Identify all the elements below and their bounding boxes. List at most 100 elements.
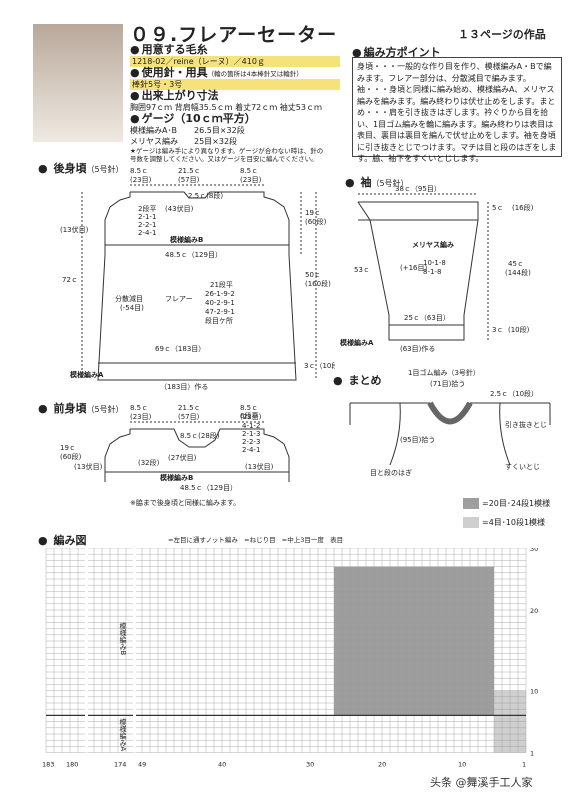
svg-text:段目ケ所: 段目ケ所: [205, 316, 233, 325]
svg-text:(43伏目): (43伏目): [165, 204, 194, 213]
svg-text:(60段): (60段): [60, 452, 82, 461]
svg-text:48.5ｃ（129目）: 48.5ｃ（129目）: [180, 484, 237, 492]
gauge-heading: ゲージ（10ｃｍ平方）: [130, 112, 256, 125]
front-outline: [104, 428, 290, 473]
svg-text:26-1-9-2: 26-1-9-2: [205, 290, 235, 298]
sleeve-diagram: 38ｃ（95目） 5ｃ (16段) メリヤス編み (+16目) 10-1-8 8…: [340, 185, 534, 353]
chart-break: [133, 548, 136, 753]
svg-text:2-2-3: 2-2-3: [242, 438, 260, 446]
svg-text:※脇まで後身頃と同様に編みます。: ※脇まで後身頃と同様に編みます。: [130, 498, 240, 507]
svg-text:2段平: 2段平: [138, 204, 156, 213]
svg-text:72ｃ: 72ｃ: [62, 276, 78, 284]
svg-text:45ｃ: 45ｃ: [508, 260, 524, 268]
col-label: 40: [218, 761, 226, 769]
page-title: ０９.フレアーセーター: [130, 24, 338, 46]
svg-text:(13伏目): (13伏目): [74, 462, 103, 471]
svg-text:(23目): (23目): [240, 413, 262, 421]
col-label: 10: [458, 761, 466, 769]
svg-text:目と段のはぎ: 目と段のはぎ: [370, 468, 412, 477]
svg-text:(57目): (57目): [178, 176, 200, 184]
svg-text:21段平: 21段平: [210, 280, 233, 289]
col-label: 20: [378, 761, 386, 769]
front-heading: 前身頃（5号針）: [38, 400, 123, 416]
materials-block: 用意する毛糸 1218-02／reine（レーヌ）／410ｇ 使用針・用具（輪の…: [130, 43, 340, 163]
svg-text:(10段): (10段): [508, 325, 530, 334]
tools-heading: 使用針・用具: [130, 66, 208, 79]
legend: =20目･24段1模様 =4目･10段1模様: [463, 498, 550, 528]
svg-text:3ｃ（10段）: 3ｃ（10段）: [304, 361, 335, 370]
size-line: 胸囲97ｃｍ 背肩幅35.5ｃｍ 着丈72ｃｍ 袖丈53ｃｍ: [130, 103, 322, 112]
svg-text:フレアー: フレアー: [165, 295, 193, 303]
back-dim-mid: 21.5ｃ: [178, 167, 201, 175]
col-label: 183: [42, 761, 54, 769]
needles-line: 棒針5号・3号: [130, 79, 340, 90]
page-reference: １３ページの作品: [458, 28, 546, 41]
svg-text:38ｃ（95目）: 38ｃ（95目）: [395, 185, 441, 193]
svg-text:模様編みA: 模様編みA: [70, 370, 104, 379]
svg-text:40-2-9-1: 40-2-9-1: [205, 299, 235, 307]
legend-dark-swatch: [463, 498, 479, 509]
model-photo: [33, 24, 123, 142]
back-dim-left: 8.5ｃ: [130, 167, 148, 175]
svg-text:(60段): (60段): [305, 217, 327, 226]
svg-text:(71目)拾う: (71目)拾う: [430, 379, 465, 388]
svg-text:2-4-1: 2-4-1: [138, 229, 156, 237]
col-label: 49: [138, 761, 146, 769]
svg-text:2-1-1: 2-1-1: [138, 213, 156, 221]
svg-text:4-1-2: 4-1-2: [242, 422, 260, 430]
svg-text:6段平: 6段平: [240, 411, 258, 420]
watermark: 头条 @舞溪手工人家: [430, 776, 533, 789]
svg-text:(160段): (160段): [305, 279, 331, 288]
svg-text:69ｃ（183目）: 69ｃ（183目）: [155, 345, 205, 353]
chart-pattern-b: 模様編みB: [119, 622, 127, 656]
svg-text:(-54目): (-54目): [120, 304, 144, 312]
svg-text:模様編みB: 模様編みB: [160, 473, 193, 482]
svg-text:(+16目): (+16目): [400, 264, 428, 272]
row-label: 1: [530, 750, 534, 758]
tools-note: （輪の箇所は4本棒針又は輪針）: [207, 70, 303, 78]
col-label: 1: [522, 761, 526, 769]
pointers-heading: 編み方ポイント: [352, 44, 441, 60]
back-heading: 後身頃（5号針）: [38, 160, 123, 176]
svg-text:2.5ｃ(8段): 2.5ｃ(8段): [188, 191, 223, 200]
back-diagram: 8.5ｃ 21.5ｃ 8.5ｃ (23目) (57目) (23目) 2.5ｃ(8…: [60, 167, 335, 390]
chart-symbols: =左目に通すノット編み =ねじり目 =中上3目一度 表目: [168, 536, 344, 544]
front-diagram: 8.5ｃ 21.5ｃ 8.5ｃ (23目) (57目) (23目) 8.5ｃ(2…: [60, 404, 290, 507]
chart-break: [85, 548, 88, 753]
svg-text:分散減目: 分散減目: [115, 294, 143, 303]
size-heading: 出来上がり寸法: [130, 89, 219, 102]
svg-text:8.5ｃ(28段): 8.5ｃ(28段): [180, 431, 220, 440]
svg-text:（183目）作る: （183目）作る: [160, 382, 208, 390]
row-label: 10: [530, 688, 538, 696]
svg-text:(13伏目): (13伏目): [245, 462, 274, 471]
svg-text:模様編みA: 模様編みA: [340, 338, 374, 347]
svg-text:メリヤス編み: メリヤス編み: [412, 240, 454, 249]
svg-text:(23目): (23目): [240, 176, 262, 184]
svg-text:(16段): (16段): [512, 203, 534, 212]
col-label: 180: [66, 761, 78, 769]
svg-text:8.5ｃ: 8.5ｃ: [130, 404, 148, 412]
svg-text:19ｃ: 19ｃ: [305, 209, 321, 217]
svg-text:(95目)拾う: (95目)拾う: [400, 435, 435, 444]
svg-text:3ｃ: 3ｃ: [492, 326, 503, 334]
svg-text:模様編みB: 模様編みB: [170, 235, 203, 244]
svg-text:2.5ｃ（10段）: 2.5ｃ（10段）: [490, 389, 538, 398]
svg-text:53ｃ: 53ｃ: [354, 266, 370, 274]
chart-heading: 編み図: [38, 532, 86, 548]
row-label: 20: [530, 607, 538, 615]
svg-text:(32段): (32段): [138, 458, 160, 467]
sleeve-outline: [357, 201, 479, 341]
finishing-diagram: 1目ゴム編み（3号針） (71目)拾う 2.5ｃ（10段） (95目)拾う 引き…: [349, 368, 551, 477]
svg-text:すくいとじ: すくいとじ: [505, 463, 540, 471]
yarn-heading: 用意する毛糸: [130, 43, 208, 56]
pointers-box: 身頃・・・一般的な作り目を作り、模様編みA・Bで編みます。フレアー部分は、分散減…: [352, 57, 562, 163]
svg-text:21.5ｃ: 21.5ｃ: [178, 404, 201, 412]
svg-text:25ｃ（63目）: 25ｃ（63目）: [404, 314, 450, 322]
svg-text:8.5ｃ: 8.5ｃ: [240, 404, 258, 412]
svg-text:10-1-8: 10-1-8: [423, 259, 446, 267]
svg-text:2-2-1: 2-2-1: [138, 221, 156, 229]
row-label: 30: [530, 548, 538, 553]
